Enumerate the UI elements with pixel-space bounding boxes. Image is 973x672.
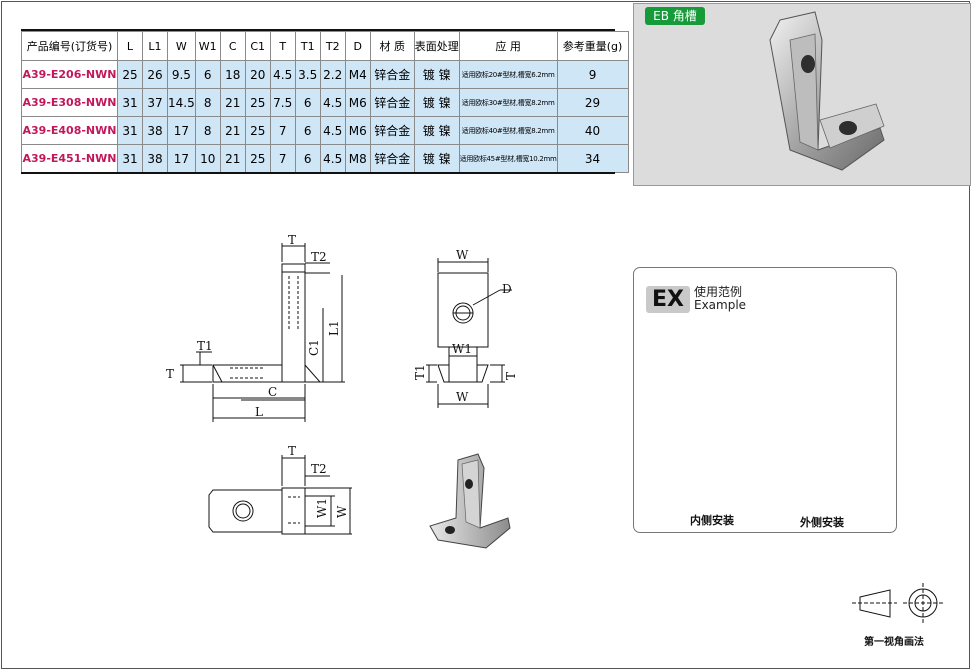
cell-W1: 6 [194, 60, 221, 89]
cell-L: 25 [117, 60, 143, 89]
dim-T-right: T [504, 372, 518, 380]
cell-C: 21 [219, 88, 246, 117]
cell-surface: 镀 镍 [413, 60, 460, 89]
cell-T1: 6 [294, 144, 321, 173]
cell-D: M6 [344, 88, 371, 117]
cell-application: 适用欧标40#型材,槽宽8.2mm [458, 116, 558, 145]
cell-L: 31 [117, 144, 143, 173]
dim-T1-side: T1 [413, 364, 427, 380]
dim-C: C [268, 385, 277, 399]
dim-C1: C1 [307, 339, 321, 356]
cell-application: 适用欧标30#型材,槽宽8.2mm [458, 88, 558, 117]
first-angle-projection-icon [852, 583, 943, 623]
spec-table: 产品编号(订货号) L L1 W W1 C C1 T T1 T2 D 材 质 表… [21, 31, 629, 173]
cell-T1: 6 [294, 116, 321, 145]
top-view [208, 455, 352, 535]
dim-T1: T1 [197, 339, 213, 353]
caption-inner-install: 内侧安装 [690, 514, 734, 527]
bracket-photo [769, 11, 885, 171]
cell-T: 4.5 [269, 60, 296, 89]
col-header: L1 [142, 31, 168, 61]
dim-D: D [502, 282, 512, 296]
col-header: C [219, 31, 246, 61]
cell-application: 适用欧标20#型材,槽宽6.2mm [458, 60, 558, 89]
col-header: C1 [244, 31, 271, 61]
dim-T2: T2 [311, 250, 327, 264]
col-header: W [167, 31, 196, 61]
dim-T2-top: T2 [311, 462, 327, 476]
side-view [426, 258, 512, 408]
product-code: A39-E408-NWN [21, 116, 118, 145]
col-header: D [344, 31, 371, 61]
dim-W1: W1 [452, 342, 472, 356]
dim-T-side: T [166, 367, 174, 381]
product-code: A39-E308-NWN [21, 88, 118, 117]
cell-T2: 4.5 [319, 116, 346, 145]
cell-surface: 镀 镍 [413, 88, 460, 117]
col-header: L [117, 31, 143, 61]
caption-outer-install: 外侧安装 [800, 516, 844, 529]
table-row: A39-E451-NWN 31 38 17 10 21 25 7 6 4.5 M… [21, 144, 629, 173]
category-badge: EB 角槽 [645, 7, 705, 25]
dim-L1: L1 [327, 320, 341, 336]
cell-W: 9.5 [167, 60, 196, 89]
table-header-row: 产品编号(订货号) L L1 W W1 C C1 T T1 T2 D 材 质 表… [21, 31, 629, 61]
col-header: 材 质 [369, 31, 415, 61]
front-view [180, 243, 345, 422]
cell-C1: 25 [244, 88, 271, 117]
cell-material: 锌合金 [369, 116, 415, 145]
table-top-rule [21, 29, 615, 31]
cell-D: M6 [344, 116, 371, 145]
example-title-cn: 使用范例 [694, 285, 743, 299]
cell-material: 锌合金 [369, 144, 415, 173]
cell-weight: 9 [556, 60, 629, 89]
dim-T: T [288, 233, 296, 247]
table-row: A39-E308-NWN 31 37 14.5 8 21 25 7.5 6 4.… [21, 88, 629, 117]
col-header: T2 [319, 31, 346, 61]
dim-W1-top: W1 [315, 498, 329, 518]
example-box: EX [646, 286, 690, 313]
cell-C: 21 [219, 144, 246, 173]
cell-W: 17 [167, 144, 196, 173]
dim-W-bottom: W [456, 390, 469, 404]
example-title-en: Example [694, 298, 747, 312]
cell-T1: 3.5 [294, 60, 321, 89]
cell-weight: 34 [556, 144, 629, 173]
col-header: T1 [294, 31, 321, 61]
cell-W1: 8 [194, 116, 221, 145]
dim-T-top: T [288, 444, 296, 458]
cell-C1: 25 [244, 144, 271, 173]
cell-L1: 37 [142, 88, 168, 117]
cell-surface: 镀 镍 [413, 144, 460, 173]
cell-W1: 8 [194, 88, 221, 117]
dim-W: W [456, 248, 469, 262]
dim-W-top: W [335, 505, 349, 518]
col-header: 参考重量(g) [556, 31, 629, 61]
cell-C1: 25 [244, 116, 271, 145]
dim-L: L [255, 405, 263, 419]
cell-W: 14.5 [167, 88, 196, 117]
cell-L1: 38 [142, 144, 168, 173]
table-bottom-rule [21, 172, 615, 174]
cell-weight: 40 [556, 116, 629, 145]
col-header: 表面处理 [413, 31, 460, 61]
table-row: A39-E206-NWN 25 26 9.5 6 18 20 4.5 3.5 2… [21, 60, 629, 89]
col-header: 应 用 [458, 31, 558, 61]
cell-D: M8 [344, 144, 371, 173]
cell-material: 锌合金 [369, 60, 415, 89]
bracket-isometric [429, 453, 511, 549]
projection-label: 第一视角画法 [864, 637, 924, 648]
cell-D: M4 [344, 60, 371, 89]
cell-application: 适用欧标45#型材,槽宽10.2mm [458, 144, 558, 173]
cell-T: 7.5 [269, 88, 296, 117]
cell-L1: 26 [142, 60, 168, 89]
cell-T2: 4.5 [319, 144, 346, 173]
